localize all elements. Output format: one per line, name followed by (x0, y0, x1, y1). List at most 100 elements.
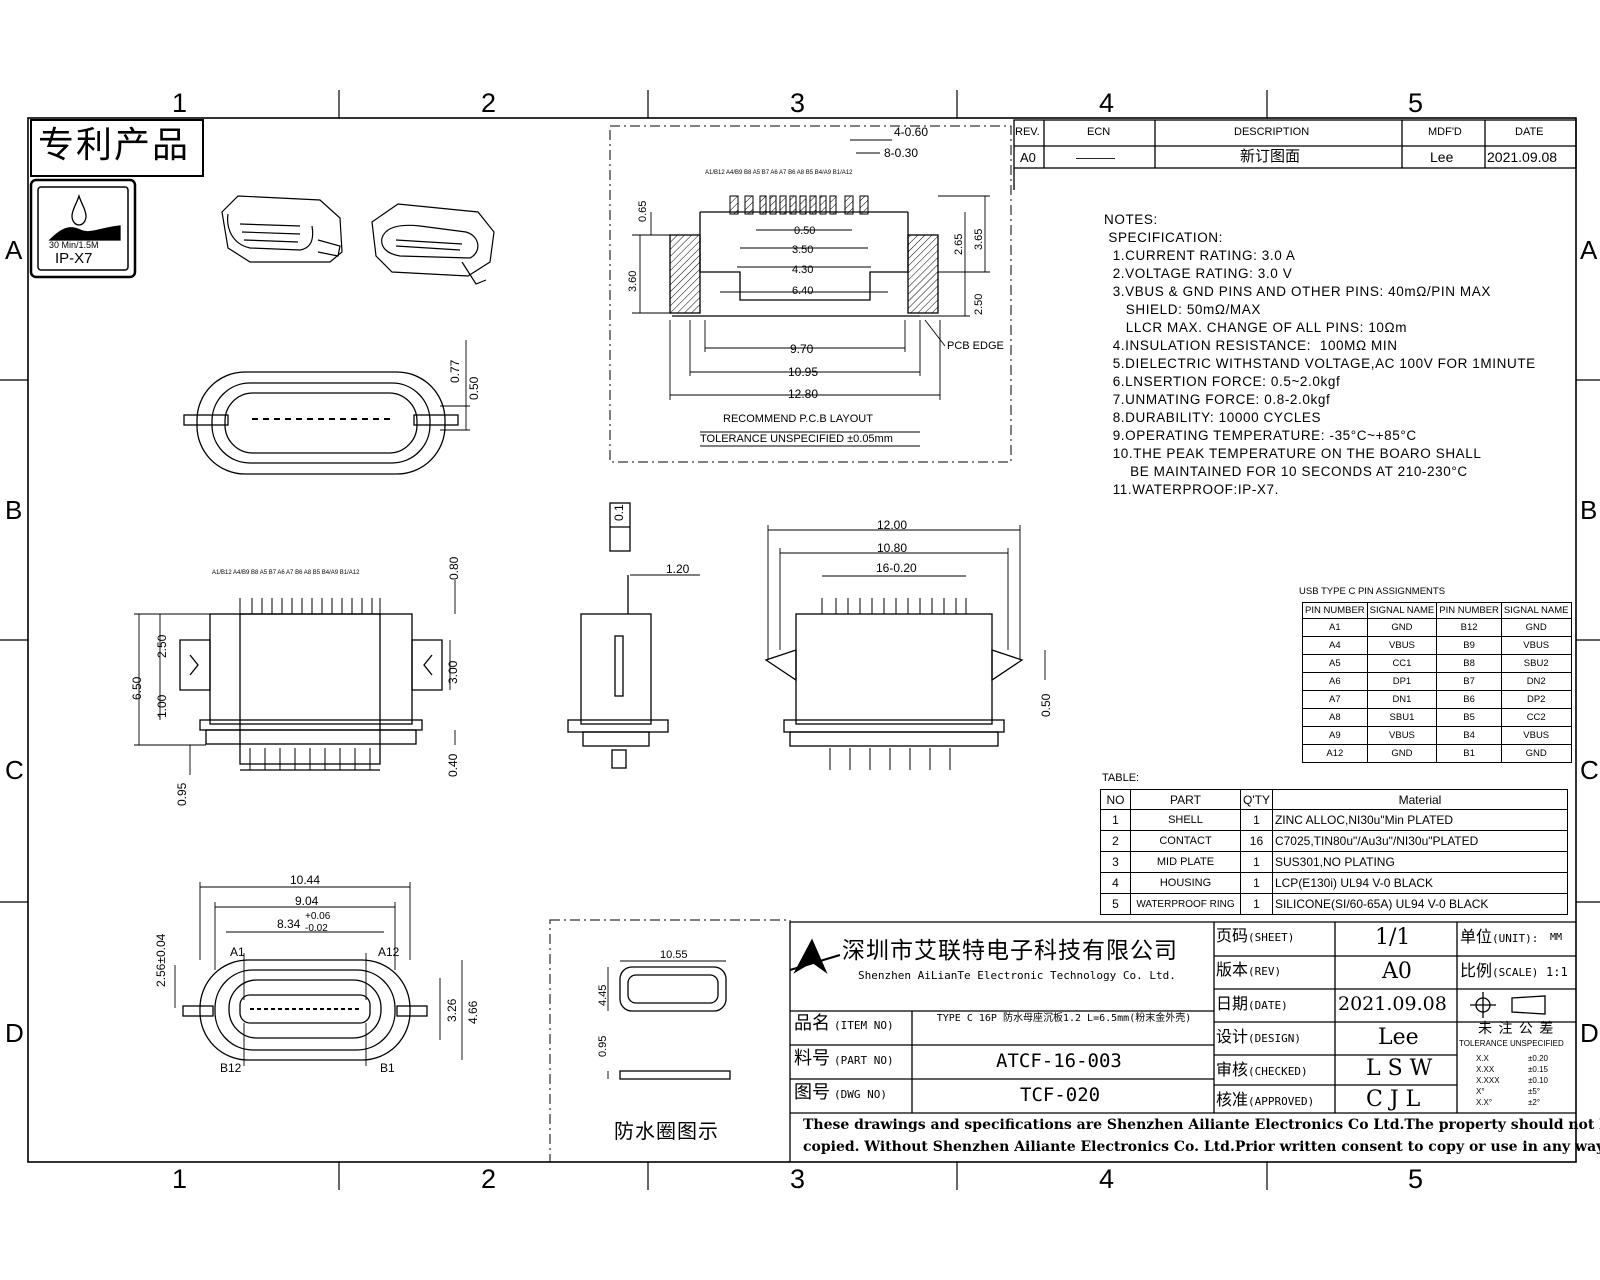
dwg-label-en: (DWG NO) (834, 1088, 887, 1101)
tolerance-value: ±0.20 (1528, 1054, 1548, 1063)
badge-outer (29, 178, 137, 279)
company-name-en: Shenzhen AiLianTe Electronic Technology … (858, 969, 1176, 982)
zone-col-5-bottom: 5 (1408, 1164, 1424, 1194)
unit-value: MM (1550, 932, 1563, 943)
bom-cell: 3 (1100, 851, 1131, 873)
bom-cell: SILICONE(SI/60-65A) UL94 V-0 BLACK (1271, 893, 1569, 915)
notes-line: 7.UNMATING FORCE: 0.8-2.0kgf (1104, 392, 1331, 407)
rev-header-date: DATE (1515, 126, 1544, 138)
dwg-label: 图号 (794, 1082, 830, 1103)
pin-cell: B12 (1436, 618, 1502, 637)
top-dim-3-00: 3.00 (446, 660, 460, 684)
iso-view-2 (371, 203, 495, 285)
tolerance-class: X.XX (1476, 1065, 1495, 1074)
pin-cell: CC1 (1366, 654, 1438, 673)
bom-cell: WATERPROOF RING (1130, 893, 1241, 915)
tolerance-class: X.X° (1476, 1098, 1493, 1107)
item-value: TYPE C 16P 防水母座沉板1.2 L=6.5mm(粉末金外壳) (936, 1013, 1192, 1024)
notes-line: 6.LNSERTION FORCE: 0.5~2.0kgf (1104, 374, 1341, 389)
zone-col-3-top: 3 (790, 88, 806, 118)
notes-line: SPECIFICATION: (1104, 230, 1224, 245)
scale-label: 比例 (1460, 961, 1493, 980)
pin-table-header: SIGNAL NAME (1366, 602, 1438, 619)
notes-line: LLCR MAX. CHANGE OF ALL PINS: 10Ωm (1104, 320, 1408, 335)
bom-header: NO (1100, 789, 1131, 810)
top-dim-1-00: 1.00 (155, 694, 169, 718)
notes-line: 9.OPERATING TEMPERATURE: -35°C~+85°C (1104, 428, 1417, 443)
badge-line1: 30 Min/1.5M (49, 240, 99, 250)
zone-col-1-top: 1 (172, 88, 188, 118)
company-name-cn: 深圳市艾联特电子科技有限公司 (842, 938, 1178, 964)
rev-label-en: (REV) (1248, 965, 1282, 978)
zone-ticks (0, 90, 1600, 1190)
bom-cell: 1 (1240, 809, 1273, 831)
scale-label-en: (SCALE) (1492, 966, 1539, 979)
pcb-dim-pad-width: 4-0.60 (894, 125, 929, 139)
bom-cell: SHELL (1130, 809, 1241, 831)
pin-cell: A8 (1302, 708, 1368, 727)
scale-value: 1:1 (1546, 965, 1568, 979)
pin-cell: B6 (1436, 690, 1502, 709)
pcb-dim-3-50: 3.50 (792, 244, 814, 256)
design-label: 设计 (1216, 1027, 1249, 1046)
rear-dim-0-50: 0.50 (1039, 693, 1053, 717)
open-dim-4-66: 4.66 (466, 1000, 480, 1024)
pin-cell: GND (1500, 744, 1572, 763)
design-value: Lee (1378, 1025, 1419, 1050)
rear-dim-pin-count: 16-0.20 (876, 561, 917, 575)
opening-view-lines (174, 882, 463, 1066)
rev-value-ecn: ——— (1076, 150, 1115, 165)
side-view-lines (567, 502, 700, 769)
rev-value-rev: A0 (1020, 150, 1036, 165)
pcb-dim-0-65: 0.65 (637, 200, 649, 222)
pin-cell: VBUS (1500, 636, 1572, 655)
bom-header: Q'TY (1240, 789, 1273, 810)
zone-row-a-right: A (1580, 235, 1598, 265)
pcb-edge-label: PCB EDGE (947, 340, 1004, 352)
rev-value-mdfd: Lee (1430, 149, 1454, 165)
rev-header-ecn: ECN (1087, 126, 1111, 138)
notes-line: SHIELD: 50mΩ/MAX (1104, 302, 1261, 317)
top-dim-2-50: 2.50 (155, 634, 169, 658)
pcb-dim-0-50: 0.50 (794, 225, 816, 237)
pin-cell: A9 (1302, 726, 1368, 745)
zone-col-2-top: 2 (481, 88, 497, 118)
open-dim-8-34-upper-tol: +0.06 (305, 911, 331, 922)
front-dim-0-50: 0.50 (467, 376, 481, 400)
dwg-value: TCF-020 (1020, 1084, 1101, 1106)
bom-cell: C7025,TIN80u"/Au3u"/NI30u"PLATED (1271, 830, 1569, 852)
bom-cell: CONTACT (1130, 830, 1241, 852)
sheet-label: 页码 (1216, 926, 1249, 945)
seal-dim-10-55: 10.55 (660, 949, 688, 961)
pcb-pin-labels: A1/B12 A4/B9 B8 A5 B7 A6 A7 B6 A8 B5 B4/… (705, 170, 853, 176)
pcb-dim-10-95: 10.95 (788, 365, 819, 379)
iso-view-1 (221, 195, 343, 263)
open-dim-10-44: 10.44 (290, 873, 321, 887)
pin-assignment-table: PIN NUMBER SIGNAL NAME PIN NUMBER SIGNAL… (1302, 602, 1572, 763)
bom-cell: 2 (1100, 830, 1131, 852)
notes-line: 1.CURRENT RATING: 3.0 A (1104, 248, 1296, 263)
disclaimer-line2: copied. Without Shenzhen Ailiante Electr… (803, 1139, 1600, 1155)
pin-cell: VBUS (1366, 636, 1438, 655)
seal-dim-0-95: 0.95 (597, 1035, 609, 1057)
checked-label-en: (CHECKED) (1248, 1065, 1308, 1078)
checked-value: L S W (1366, 1056, 1433, 1081)
bom-cell: 1 (1240, 893, 1273, 915)
bom-cell: LCP(E130i) UL94 V-0 BLACK (1271, 872, 1569, 894)
pin-table-header: PIN NUMBER (1302, 602, 1368, 619)
pcb-dim-4-30: 4.30 (792, 264, 814, 276)
bom-cell: 5 (1100, 893, 1131, 915)
pcb-dim-12-80: 12.80 (788, 387, 819, 401)
rev-header-description: DESCRIPTION (1234, 126, 1310, 138)
revision-table-lines (1013, 119, 1577, 190)
pin-cell: CC2 (1500, 708, 1572, 727)
pin-cell: A12 (1302, 744, 1368, 763)
design-label-en: (DESIGN) (1248, 1032, 1301, 1045)
approved-label-en: (APPROVED) (1248, 1095, 1315, 1108)
rev-value-description: 新订图面 (1240, 148, 1301, 165)
bom-cell: SUS301,NO PLATING (1271, 851, 1569, 873)
